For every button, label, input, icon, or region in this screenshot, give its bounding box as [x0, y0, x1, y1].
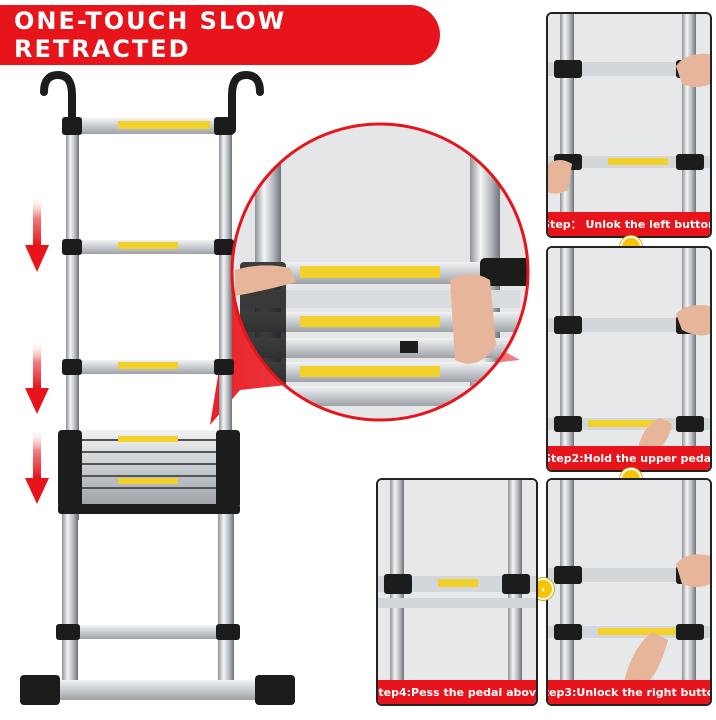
title-banner: ONE-TOUCH SLOW RETRACTED	[0, 5, 440, 65]
magnified-detail	[232, 124, 528, 420]
step-photo	[548, 14, 710, 214]
step-panel-2: Step2:Hold the upper pedal	[546, 246, 712, 472]
down-arrow-icon	[25, 340, 49, 414]
step-panel-4: Step4:Pess the pedal above	[376, 478, 538, 706]
step-photo	[548, 480, 710, 682]
ladder-rungs	[62, 117, 234, 375]
step-caption: Step： Unlok the left button	[548, 212, 710, 236]
step-caption: Step2:Hold the upper pedal	[548, 446, 710, 470]
step-photo	[548, 248, 710, 448]
collapsed-rungs	[58, 430, 240, 514]
step-caption: Step4:Pess the pedal above	[378, 680, 536, 704]
step-panel-1: Step： Unlok the left button	[546, 12, 712, 238]
step-panel-3: Step3:Unlock the right button	[546, 478, 712, 706]
step-photo	[378, 480, 536, 682]
down-arrow-icon	[25, 195, 49, 272]
down-arrow-icon	[25, 428, 49, 504]
step-caption: Step3:Unlock the right button	[548, 680, 710, 704]
banner-title: ONE-TOUCH SLOW RETRACTED	[14, 7, 287, 63]
